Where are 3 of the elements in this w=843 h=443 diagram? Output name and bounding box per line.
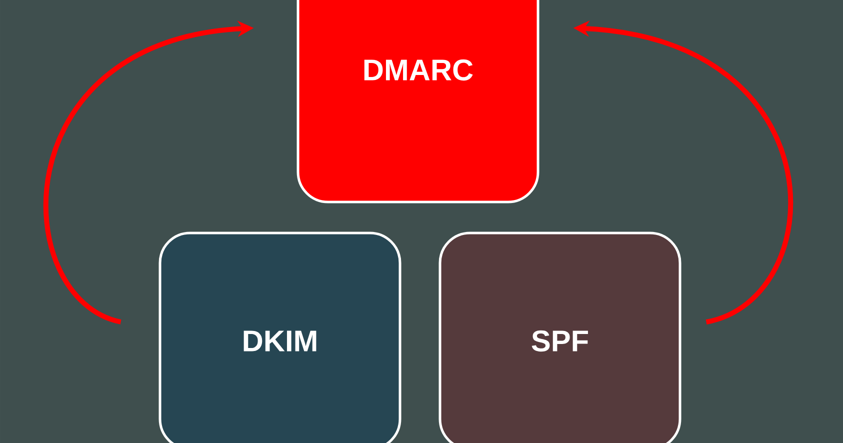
process-box: DKIM xyxy=(158,232,402,443)
process-box: SPF xyxy=(438,232,682,443)
process-box: DMARC xyxy=(296,0,540,204)
